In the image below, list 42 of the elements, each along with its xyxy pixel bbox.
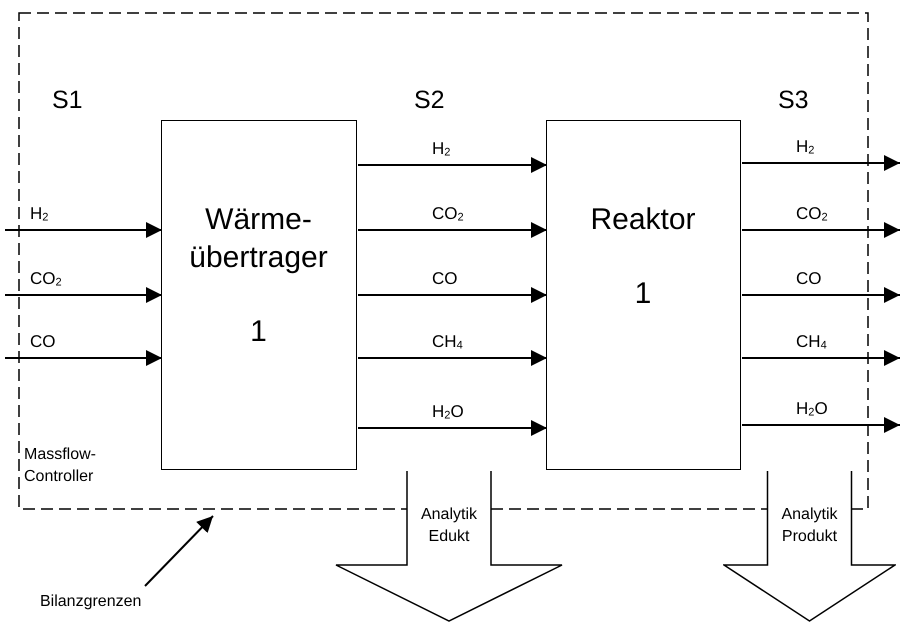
edge-label: CH$_{4}$: [796, 332, 827, 354]
flow-arrow: [742, 155, 900, 171]
edge-label: CO$_{2}$: [30, 269, 62, 291]
edge-label: CO$_{2}$: [796, 204, 828, 226]
flow-arrow: [742, 287, 900, 303]
flow-arrow: [742, 222, 900, 238]
box-title: Reaktor: [589, 202, 697, 238]
leader-arrow: [144, 515, 214, 587]
output-block-arrow: [335, 470, 563, 623]
stage-label: S1: [52, 85, 83, 116]
flow-arrow: [358, 287, 547, 303]
controller-label: Massflow- Controller: [24, 445, 98, 487]
edge-label: H$_{2}$O: [796, 399, 828, 421]
edge-label: CO: [432, 269, 458, 289]
edge-label: CO: [796, 269, 822, 289]
edge-label: H$_{2}$: [796, 137, 814, 159]
stage-label: S2: [414, 85, 445, 116]
flow-arrow: [5, 287, 162, 303]
boundary-label: Bilanzgrenzen: [40, 592, 142, 612]
flow-arrow: [358, 157, 547, 173]
flow-arrow: [742, 350, 900, 366]
arrow-label: Analytik Edukt: [420, 505, 478, 547]
edge-label: H$_{2}$: [432, 139, 450, 161]
box-number: 1: [249, 314, 268, 350]
edge-label: H$_{2}$O: [432, 402, 464, 424]
edge-label: H$_{2}$: [30, 204, 48, 226]
flow-arrow: [358, 420, 547, 436]
box-number: 1: [634, 276, 652, 312]
flow-arrow: [742, 417, 900, 433]
edge-label: CO: [30, 332, 56, 352]
stage-label: S3: [778, 85, 809, 116]
arrow-label: Analytik Produkt: [780, 505, 839, 547]
output-block-arrow: [723, 470, 896, 623]
edge-label: CO$_{2}$: [432, 204, 464, 226]
edge-label: CH$_{4}$: [432, 332, 463, 354]
process-box: [160, 120, 356, 470]
box-title: Wärme- übertrager: [188, 202, 329, 276]
flow-arrow: [5, 222, 162, 238]
flow-arrow: [358, 222, 547, 238]
flow-arrow: [5, 350, 162, 366]
flow-arrow: [358, 350, 547, 366]
process-box: [546, 120, 740, 470]
